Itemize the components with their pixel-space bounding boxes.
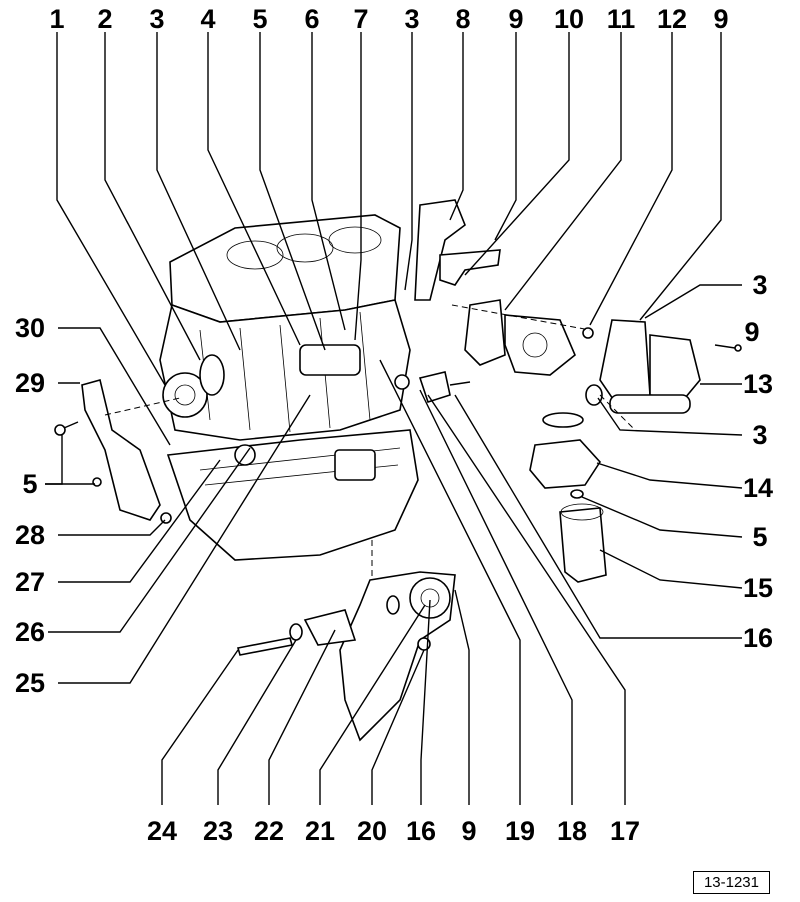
- callout-number: 18: [557, 816, 587, 846]
- callouts-bottom: 24 23 22 21 20 16 9 19 18 17: [147, 816, 640, 846]
- callout-number: 21: [305, 816, 335, 846]
- callout-number: 1: [49, 4, 64, 34]
- callout-number: 2: [97, 4, 112, 34]
- callout-number: 15: [743, 573, 773, 603]
- callout-number: 27: [15, 567, 45, 597]
- callout-number: 3: [149, 4, 164, 34]
- figure-reference-label: 13-1231: [692, 871, 770, 894]
- bracket-assembly: [236, 540, 456, 742]
- callout-number: 10: [554, 4, 584, 34]
- engine-block: [159, 214, 419, 561]
- callout-number: 23: [203, 816, 233, 846]
- callout-number: 12: [657, 4, 687, 34]
- callout-number: 17: [610, 816, 640, 846]
- sensor-parts: [394, 371, 471, 404]
- callout-number: 6: [304, 4, 319, 34]
- callout-number: 3: [404, 4, 419, 34]
- callout-number: 7: [353, 4, 368, 34]
- callout-number: 19: [505, 816, 535, 846]
- callout-number: 14: [743, 473, 773, 503]
- callout-number: 3: [752, 420, 767, 450]
- callout-number: 22: [254, 816, 284, 846]
- callout-number: 4: [200, 4, 215, 34]
- callout-number: 9: [713, 4, 728, 34]
- leader-lines: [45, 32, 743, 805]
- callout-number: 30: [15, 313, 45, 343]
- callout-number: 13: [743, 369, 773, 399]
- callout-number: 16: [743, 623, 773, 653]
- callout-number: 26: [15, 617, 45, 647]
- callout-number: 16: [406, 816, 436, 846]
- callout-number: 25: [15, 668, 45, 698]
- callout-number: 20: [357, 816, 387, 846]
- left-bracket-parts: [54, 379, 172, 524]
- callout-number: 9: [461, 816, 476, 846]
- callout-number: 5: [752, 522, 767, 552]
- callouts-top: 1 2 3 4 5 6 7 3 8 9 10 11 12 9: [49, 4, 728, 34]
- callout-number: 5: [252, 4, 267, 34]
- callout-number: 9: [508, 4, 523, 34]
- callout-number: 9: [744, 317, 759, 347]
- callout-number: 29: [15, 368, 45, 398]
- callouts-right: 3 9 13 3 14 5 15 16: [743, 270, 773, 653]
- callout-number: 5: [22, 469, 37, 499]
- upper-parts: [414, 199, 742, 414]
- oil-filter-assembly: [529, 412, 607, 583]
- callout-number: 3: [752, 270, 767, 300]
- callout-number: 11: [607, 4, 636, 34]
- callouts-left: 30 29 5 28 27 26 25: [15, 313, 45, 698]
- callout-number: 8: [455, 4, 470, 34]
- callout-number: 24: [147, 816, 177, 846]
- callout-number: 28: [15, 520, 45, 550]
